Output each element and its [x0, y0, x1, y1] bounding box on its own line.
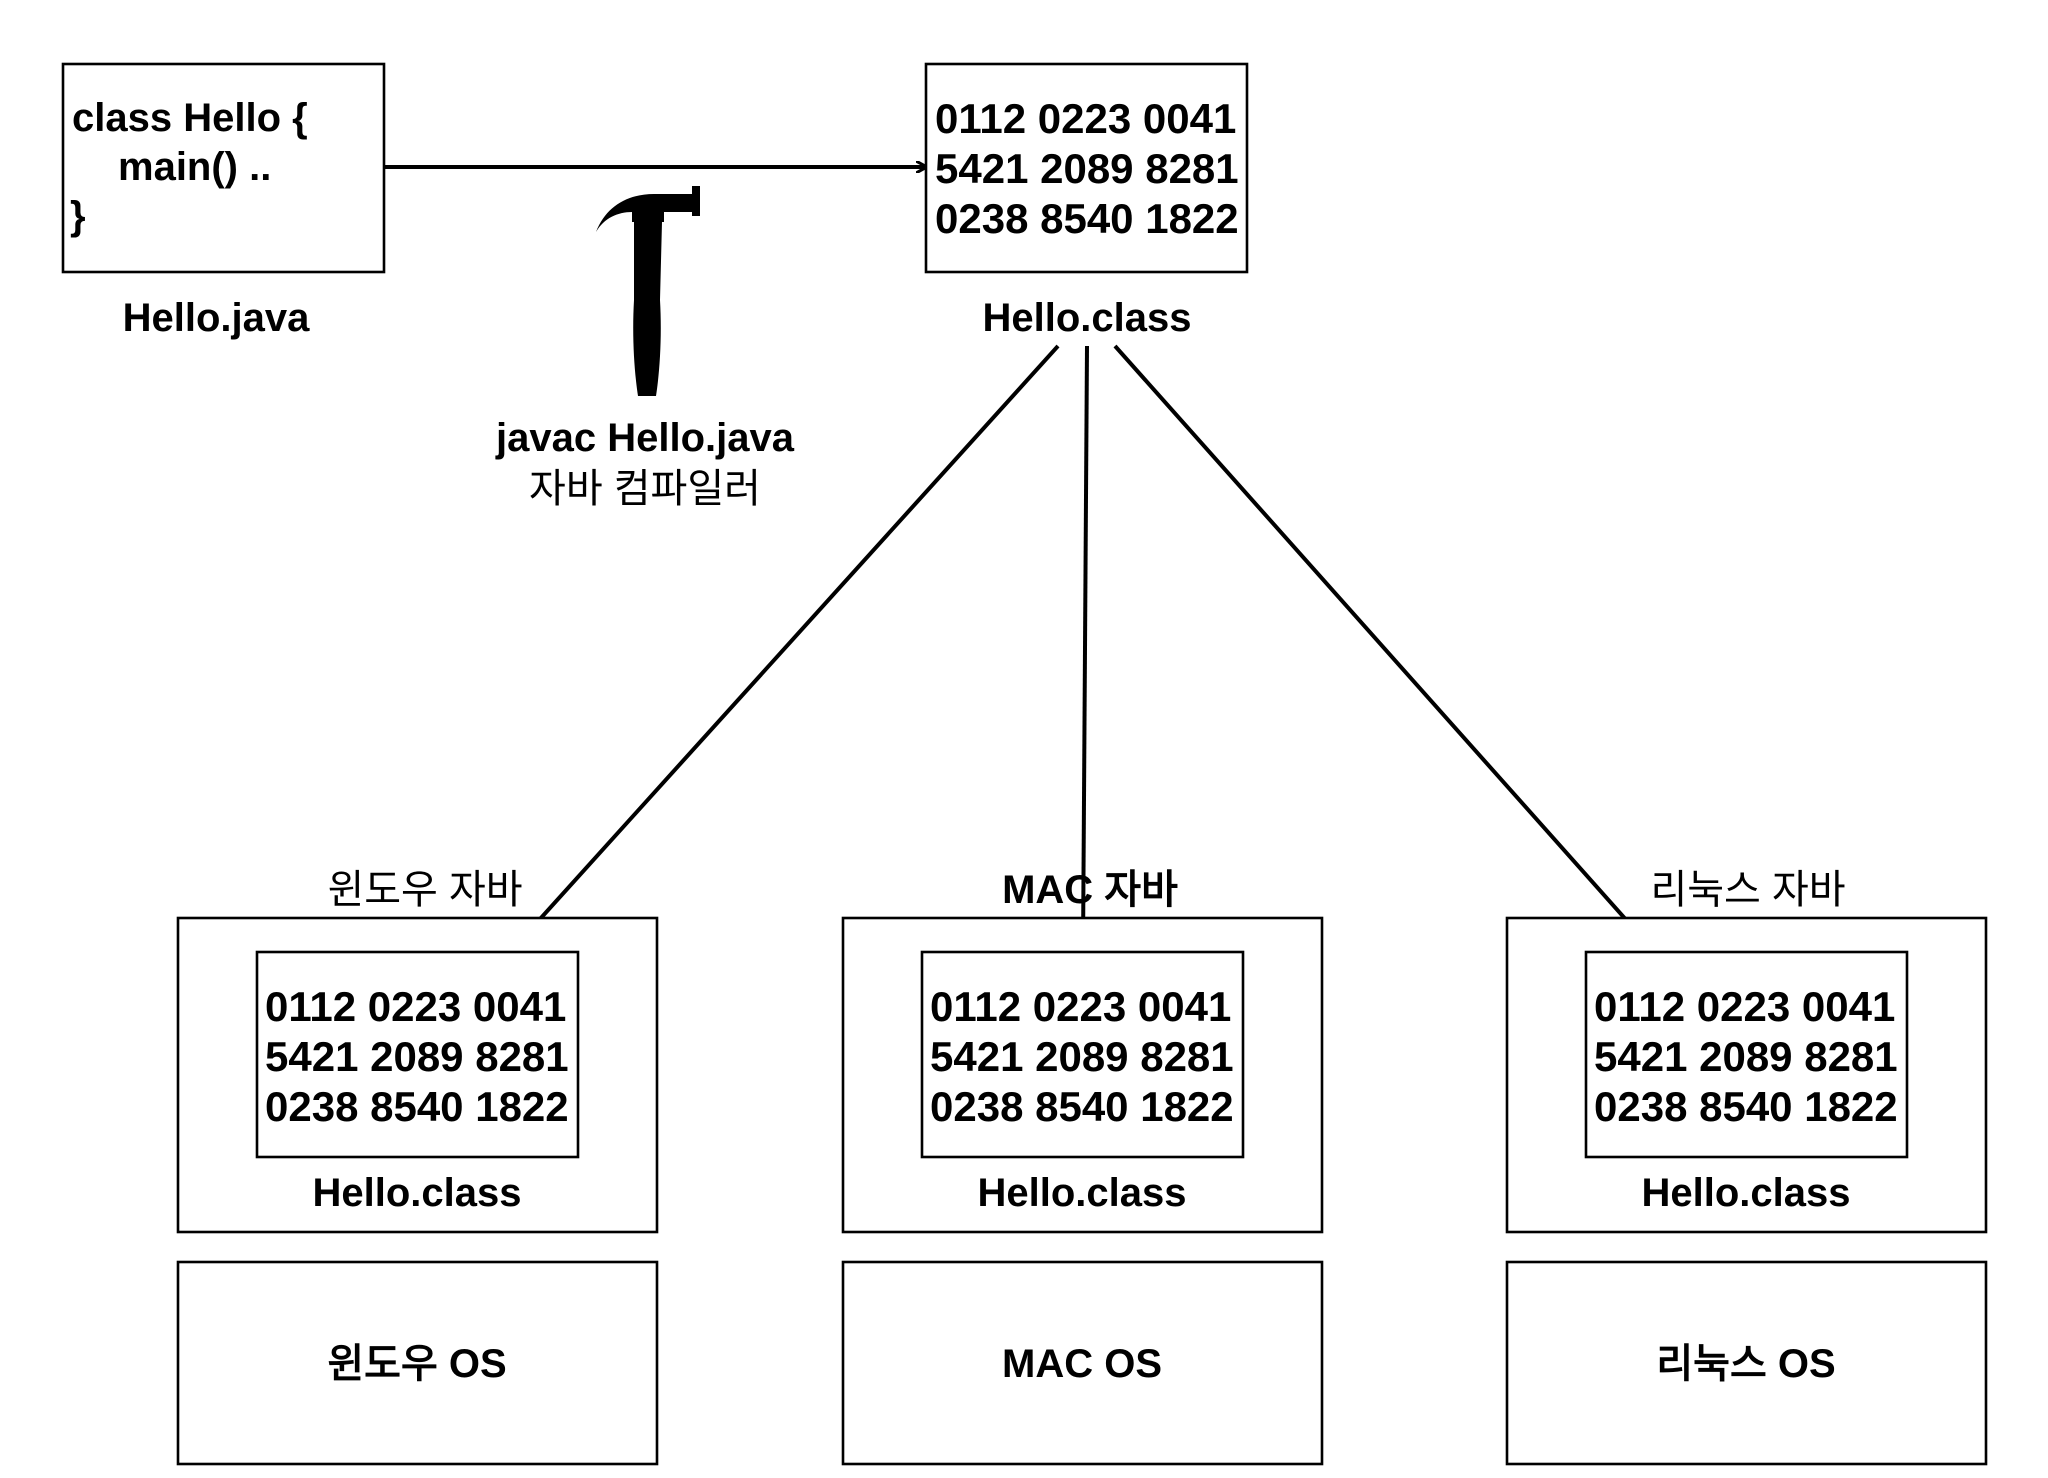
- mac-class-caption: Hello.class: [977, 1171, 1186, 1215]
- windows-bytecode-line-1: 0112 0223 0041: [265, 983, 566, 1030]
- arrow-to-mac: [1083, 345, 1087, 950]
- code-line-2: main() ..: [118, 145, 271, 189]
- windows-os-box: [176, 1260, 659, 1466]
- bytecode-box: [924, 62, 1249, 274]
- bytecode-caption: Hello.class: [982, 296, 1191, 340]
- windows-class-caption: Hello.class: [312, 1171, 521, 1215]
- source-file-caption: Hello.java: [123, 296, 311, 340]
- bytecode-line-1: 0112 0223 0041: [935, 95, 1236, 142]
- compiler-node: javac Hello.java 자바 컴파일러: [495, 186, 795, 511]
- source-file-box: [61, 62, 386, 274]
- arrow-to-windows: [512, 344, 1060, 950]
- code-line-3: }: [70, 194, 86, 238]
- mac-bytecode-line-3: 0238 8540 1822: [930, 1083, 1234, 1130]
- linux-os-box: [1505, 1260, 1988, 1466]
- platform-windows: 윈도우 자바 0112 0223 0041 5421 2089 8281 023…: [176, 868, 659, 1466]
- mac-runtime-label: MAC 자바: [1002, 868, 1178, 912]
- arrow-to-linux: [1113, 344, 1653, 950]
- platform-linux: 리눅스 자바 0112 0223 0041 5421 2089 8281 023…: [1505, 868, 1988, 1466]
- windows-os-label: 윈도우 OS: [327, 1342, 506, 1386]
- linux-class-box: [1584, 950, 1909, 1159]
- windows-runtime-label: 윈도우 자바: [327, 868, 522, 912]
- mac-bytecode-line-2: 5421 2089 8281: [930, 1033, 1234, 1080]
- compiler-command: javac Hello.java: [495, 416, 795, 460]
- compiler-caption: 자바 컴파일러: [529, 467, 761, 511]
- code-line-1: class Hello {: [72, 96, 308, 140]
- linux-bytecode-line-3: 0238 8540 1822: [1594, 1083, 1898, 1130]
- mac-class-box: [920, 950, 1245, 1159]
- bytecode-node: 0112 0223 0041 5421 2089 8281 0238 8540 …: [924, 62, 1249, 340]
- windows-class-box: [255, 950, 580, 1159]
- linux-os-label: 리눅스 OS: [1656, 1342, 1835, 1386]
- windows-bytecode-line-3: 0238 8540 1822: [265, 1083, 569, 1130]
- windows-bytecode-line-2: 5421 2089 8281: [265, 1033, 569, 1080]
- linux-bytecode-line-1: 0112 0223 0041: [1594, 983, 1895, 1030]
- mac-bytecode-line-1: 0112 0223 0041: [930, 983, 1231, 1030]
- mac-os-label: MAC OS: [1002, 1342, 1162, 1386]
- linux-class-caption: Hello.class: [1641, 1171, 1850, 1215]
- bytecode-line-2: 5421 2089 8281: [935, 145, 1239, 192]
- bytecode-line-3: 0238 8540 1822: [935, 195, 1239, 242]
- linux-bytecode-line-2: 5421 2089 8281: [1594, 1033, 1898, 1080]
- mac-os-box: [841, 1260, 1324, 1466]
- linux-runtime-label: 리눅스 자바: [1650, 868, 1845, 912]
- platform-mac: MAC 자바 0112 0223 0041 5421 2089 8281 023…: [841, 868, 1324, 1466]
- hammer-icon: [596, 186, 700, 396]
- source-file-node: class Hello { main() .. } Hello.java: [61, 62, 386, 340]
